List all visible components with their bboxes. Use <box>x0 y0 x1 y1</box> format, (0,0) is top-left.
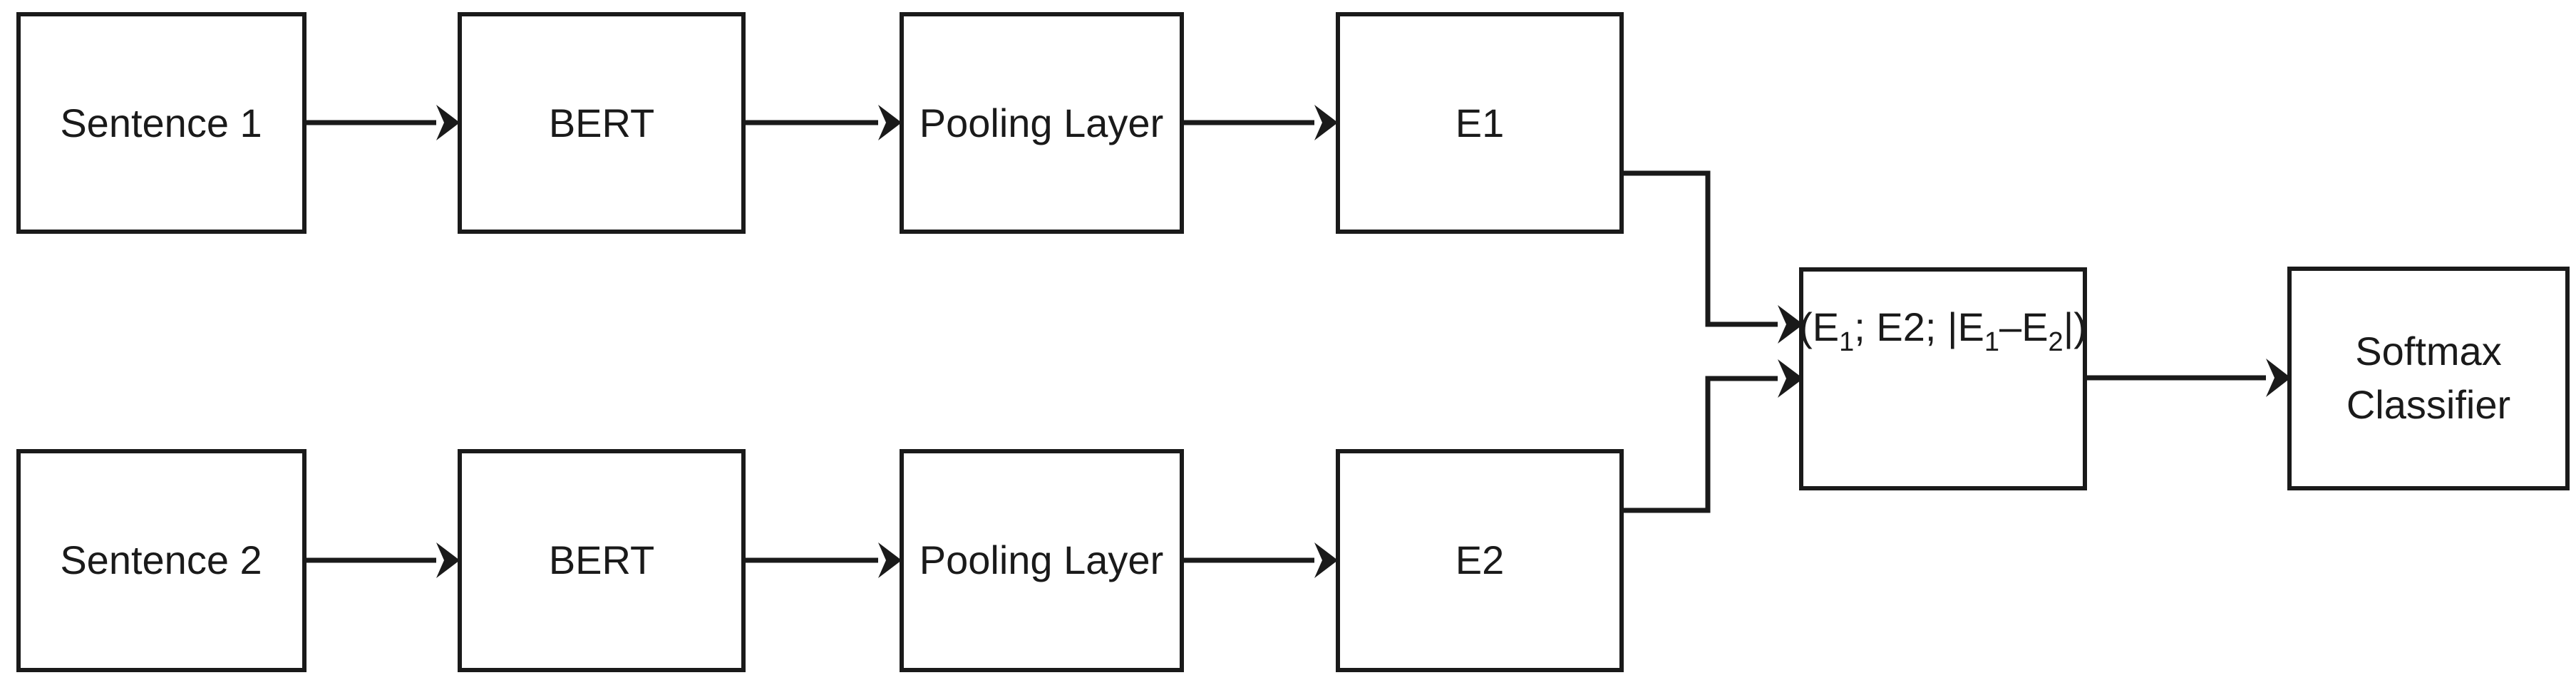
concat-e2b-subscript: 2 <box>2049 327 2064 357</box>
arrowhead-icon <box>2266 359 2291 397</box>
arrowhead-icon <box>436 105 460 140</box>
node-sentence2-label: Sentence 2 <box>60 537 262 582</box>
node-bert1[interactable]: BERT <box>458 12 746 234</box>
arrowhead-icon <box>436 542 460 578</box>
arrowhead-icon <box>1314 542 1338 578</box>
concat-open-paren: ( <box>1799 304 1813 349</box>
concat-sep1: ; E2; | <box>1854 304 1957 349</box>
node-e1[interactable]: E1 <box>1336 12 1624 234</box>
node-concat[interactable]: (E1; E2; |E1–E2|) <box>1799 267 2087 490</box>
edge-pooling2-to-e2 <box>1182 542 1338 578</box>
node-pooling2-label: Pooling Layer <box>919 537 1163 582</box>
node-bert2[interactable]: BERT <box>458 449 746 672</box>
concat-e1: E <box>1813 304 1839 349</box>
arrowhead-icon <box>878 542 902 578</box>
node-e1-label: E1 <box>1456 101 1505 145</box>
node-sentence1-label: Sentence 1 <box>60 101 262 145</box>
edge-e1-to-concat <box>1622 170 1803 344</box>
edge-concat-to-softmax <box>2085 359 2291 397</box>
node-softmax-label-line2: Classifier <box>2346 382 2510 427</box>
arrowhead-icon <box>878 105 902 140</box>
concat-close: |) <box>2064 304 2087 349</box>
concat-minus: – <box>1999 304 2022 349</box>
concat-e1b-subscript: 1 <box>1984 327 1999 357</box>
edge-e2-to-concat <box>1622 359 1803 513</box>
node-softmax-label-line1: Softmax <box>2355 329 2501 374</box>
edge-sentence1-to-bert1 <box>304 105 460 140</box>
concat-e2b: E <box>2021 304 2048 349</box>
edge-sentence2-to-bert2 <box>304 542 460 578</box>
node-pooling1[interactable]: Pooling Layer <box>900 12 1184 234</box>
node-sentence1[interactable]: Sentence 1 <box>16 12 306 234</box>
node-sentence2[interactable]: Sentence 2 <box>16 449 306 672</box>
node-softmax[interactable]: Softmax Classifier <box>2287 267 2570 490</box>
arrowhead-icon <box>1314 105 1338 140</box>
node-bert1-label: BERT <box>549 101 654 145</box>
concat-e1-subscript: 1 <box>1839 327 1854 357</box>
node-pooling1-label: Pooling Layer <box>919 101 1163 145</box>
node-e2-label: E2 <box>1456 537 1505 582</box>
node-e2[interactable]: E2 <box>1336 449 1624 672</box>
edge-bert2-to-pooling2 <box>743 542 902 578</box>
edge-pooling1-to-e1 <box>1182 105 1338 140</box>
node-concat-label: (E1; E2; |E1–E2|) <box>1799 304 2087 357</box>
arrowhead-icon <box>1778 359 1803 398</box>
arrowhead-icon <box>1778 305 1803 344</box>
node-pooling2[interactable]: Pooling Layer <box>900 449 1184 672</box>
concat-e1b: E <box>1958 304 1984 349</box>
node-bert2-label: BERT <box>549 537 654 582</box>
edge-bert1-to-pooling1 <box>743 105 902 140</box>
